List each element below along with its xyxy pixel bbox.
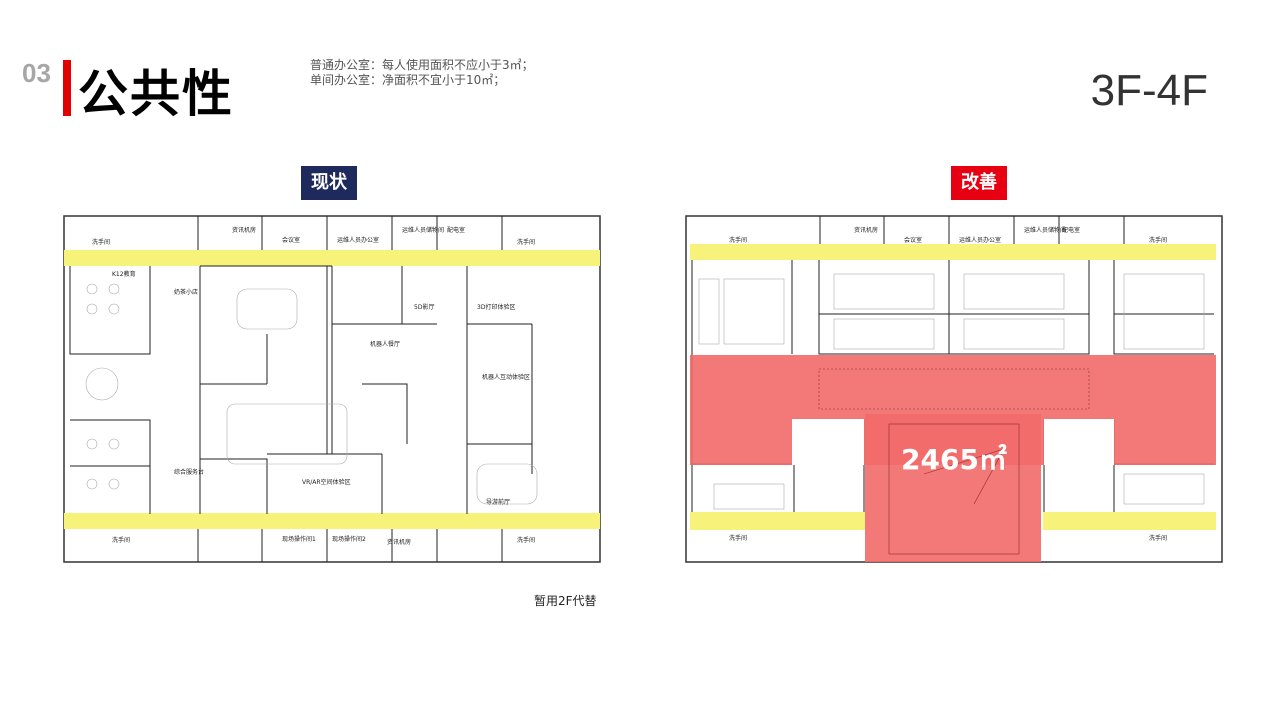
room-label: 机器人餐厅	[370, 340, 400, 348]
page-title: 公共性	[78, 65, 234, 123]
room-label: 3D打印体验区	[477, 303, 515, 311]
public-area-highlight	[865, 414, 1041, 562]
room-label: 洗手间	[517, 238, 535, 246]
room-label: 资讯机房	[232, 226, 256, 234]
room-label: 洗手间	[1149, 236, 1167, 244]
room-label: 运维人员办公室	[337, 236, 379, 244]
room-label: 洗手间	[729, 534, 747, 542]
room-label: 资讯机房	[854, 226, 878, 234]
room-label: 洗手间	[1149, 534, 1167, 542]
corridor-bottom	[64, 513, 600, 529]
current-state-badge: 现状	[301, 166, 357, 200]
room-label: 洗手间	[112, 536, 130, 544]
section-number: 03	[22, 58, 51, 88]
room-label: 配电室	[1062, 226, 1080, 234]
corridor-bottom-right	[1043, 512, 1216, 530]
room-label: VR/AR空间体验区	[302, 478, 351, 486]
room-label: 运维人员储物间	[402, 226, 444, 234]
room-label: 运维人员办公室	[959, 236, 1001, 244]
room-label: 运维人员储物间	[1024, 226, 1066, 234]
room-label: 5D影厅	[414, 303, 434, 311]
title-accent-bar	[63, 60, 71, 116]
public-area-value: 2465㎡	[901, 443, 1007, 476]
room-label: 现场操作间2	[332, 535, 366, 543]
room-label: 资讯机房	[387, 538, 411, 546]
current-floor-plan: 资讯机房 会议室 运维人员办公室 运维人员储物间 配电室 洗手间 洗手间 K12…	[63, 215, 601, 563]
room-label: 洗手间	[92, 238, 110, 246]
note-line-1: 普通办公室：每人使用面积不应小于3㎡；	[310, 58, 534, 72]
room-label: K12教育	[112, 270, 136, 278]
improved-floor-plan: 资讯机房 会议室 运维人员办公室 运维人员储物间 配电室 洗手间 洗手间 洗手间…	[685, 215, 1223, 563]
room-label: 会议室	[904, 236, 922, 244]
corridor-bottom-left	[690, 512, 865, 530]
note-line-2: 单间办公室：净面积不宜小于10㎡；	[310, 73, 506, 87]
room-label: 洗手间	[517, 536, 535, 544]
corridor-top	[690, 244, 1216, 260]
room-label: 洗手间	[729, 236, 747, 244]
room-label: 综合服务台	[174, 468, 204, 476]
room-label: 现场操作间1	[282, 535, 316, 543]
footnote: 暂用2F代替	[534, 594, 597, 608]
room-label: 会议室	[282, 236, 300, 244]
improved-state-badge: 改善	[951, 166, 1007, 200]
room-label: 机器人互动体验区	[482, 373, 530, 381]
corridor-top	[64, 250, 600, 266]
room-label: 配电室	[447, 226, 465, 234]
room-label: 导游前厅	[486, 498, 510, 506]
floor-label: 3F-4F	[1090, 66, 1208, 115]
room-label: 奶茶小店	[174, 288, 198, 296]
